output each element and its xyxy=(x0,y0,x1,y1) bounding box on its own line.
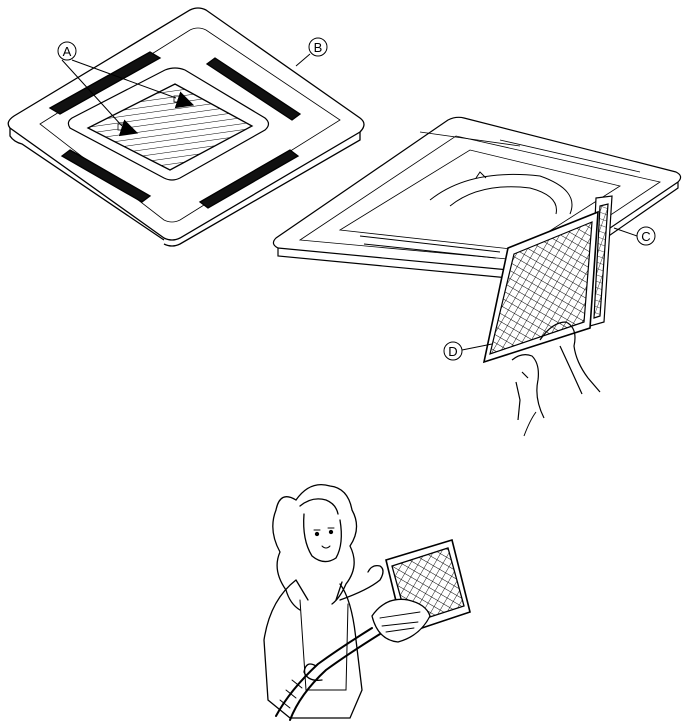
svg-text:D: D xyxy=(448,344,457,359)
callout-b: B xyxy=(296,38,327,66)
callout-c: C xyxy=(614,227,655,245)
person-cleaning-filter xyxy=(264,485,470,720)
svg-text:B: B xyxy=(314,40,323,55)
open-panel-filter xyxy=(273,117,680,436)
svg-text:C: C xyxy=(641,229,650,244)
svg-text:A: A xyxy=(63,44,72,59)
